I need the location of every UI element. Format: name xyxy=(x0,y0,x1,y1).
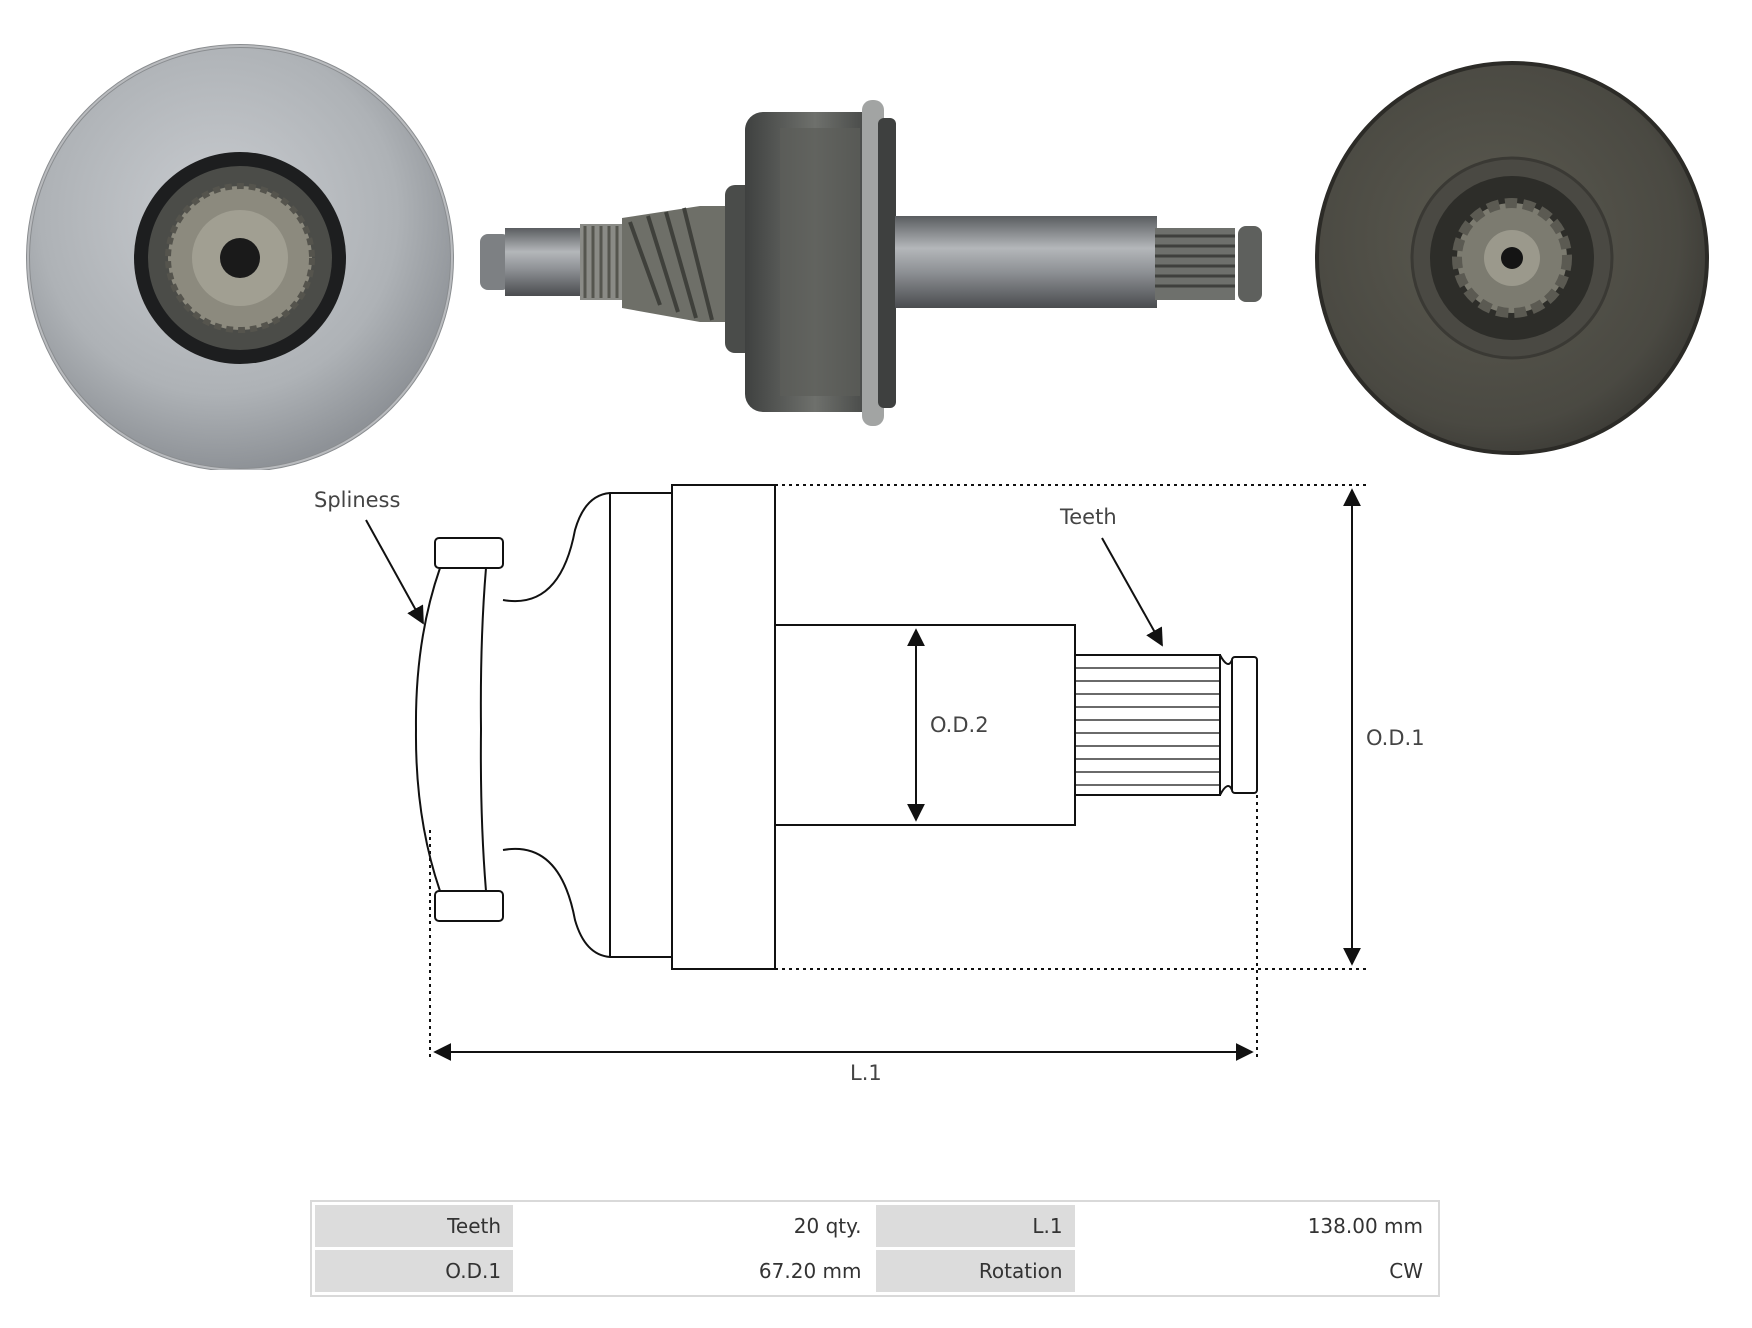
photo-rear-view xyxy=(1315,61,1709,455)
label-spliness: Spliness xyxy=(314,488,400,512)
table-row: O.D.1 67.20 mm Rotation CW xyxy=(315,1250,1435,1292)
dimension-lines xyxy=(365,484,1366,1061)
dimension-labels: Spliness Teeth O.D.2 O.D.1 L.1 xyxy=(314,488,1425,1085)
photo-side-view xyxy=(480,100,1262,426)
spec-key-l1: L.1 xyxy=(876,1205,1075,1247)
technical-drawing: Spliness Teeth O.D.2 O.D.1 L.1 xyxy=(314,484,1425,1085)
spec-value-l1: 138.00 mm xyxy=(1077,1205,1435,1247)
label-od2: O.D.2 xyxy=(930,713,989,737)
part-outline xyxy=(414,484,1258,970)
spec-key-teeth: Teeth xyxy=(315,1205,514,1247)
spec-key-od1: O.D.1 xyxy=(315,1250,514,1292)
spec-value-rotation: CW xyxy=(1077,1250,1435,1292)
spec-table: Teeth 20 qty. L.1 138.00 mm O.D.1 67.20 … xyxy=(310,1200,1440,1297)
product-photos xyxy=(26,44,1709,470)
table-row: Teeth 20 qty. L.1 138.00 mm xyxy=(315,1205,1435,1247)
photo-front-view xyxy=(26,44,454,470)
label-od1: O.D.1 xyxy=(1366,726,1425,750)
spec-value-od1: 67.20 mm xyxy=(516,1250,874,1292)
spec-key-rotation: Rotation xyxy=(876,1250,1075,1292)
label-teeth: Teeth xyxy=(1059,505,1117,529)
label-l1: L.1 xyxy=(850,1061,882,1085)
spec-value-teeth: 20 qty. xyxy=(516,1205,874,1247)
